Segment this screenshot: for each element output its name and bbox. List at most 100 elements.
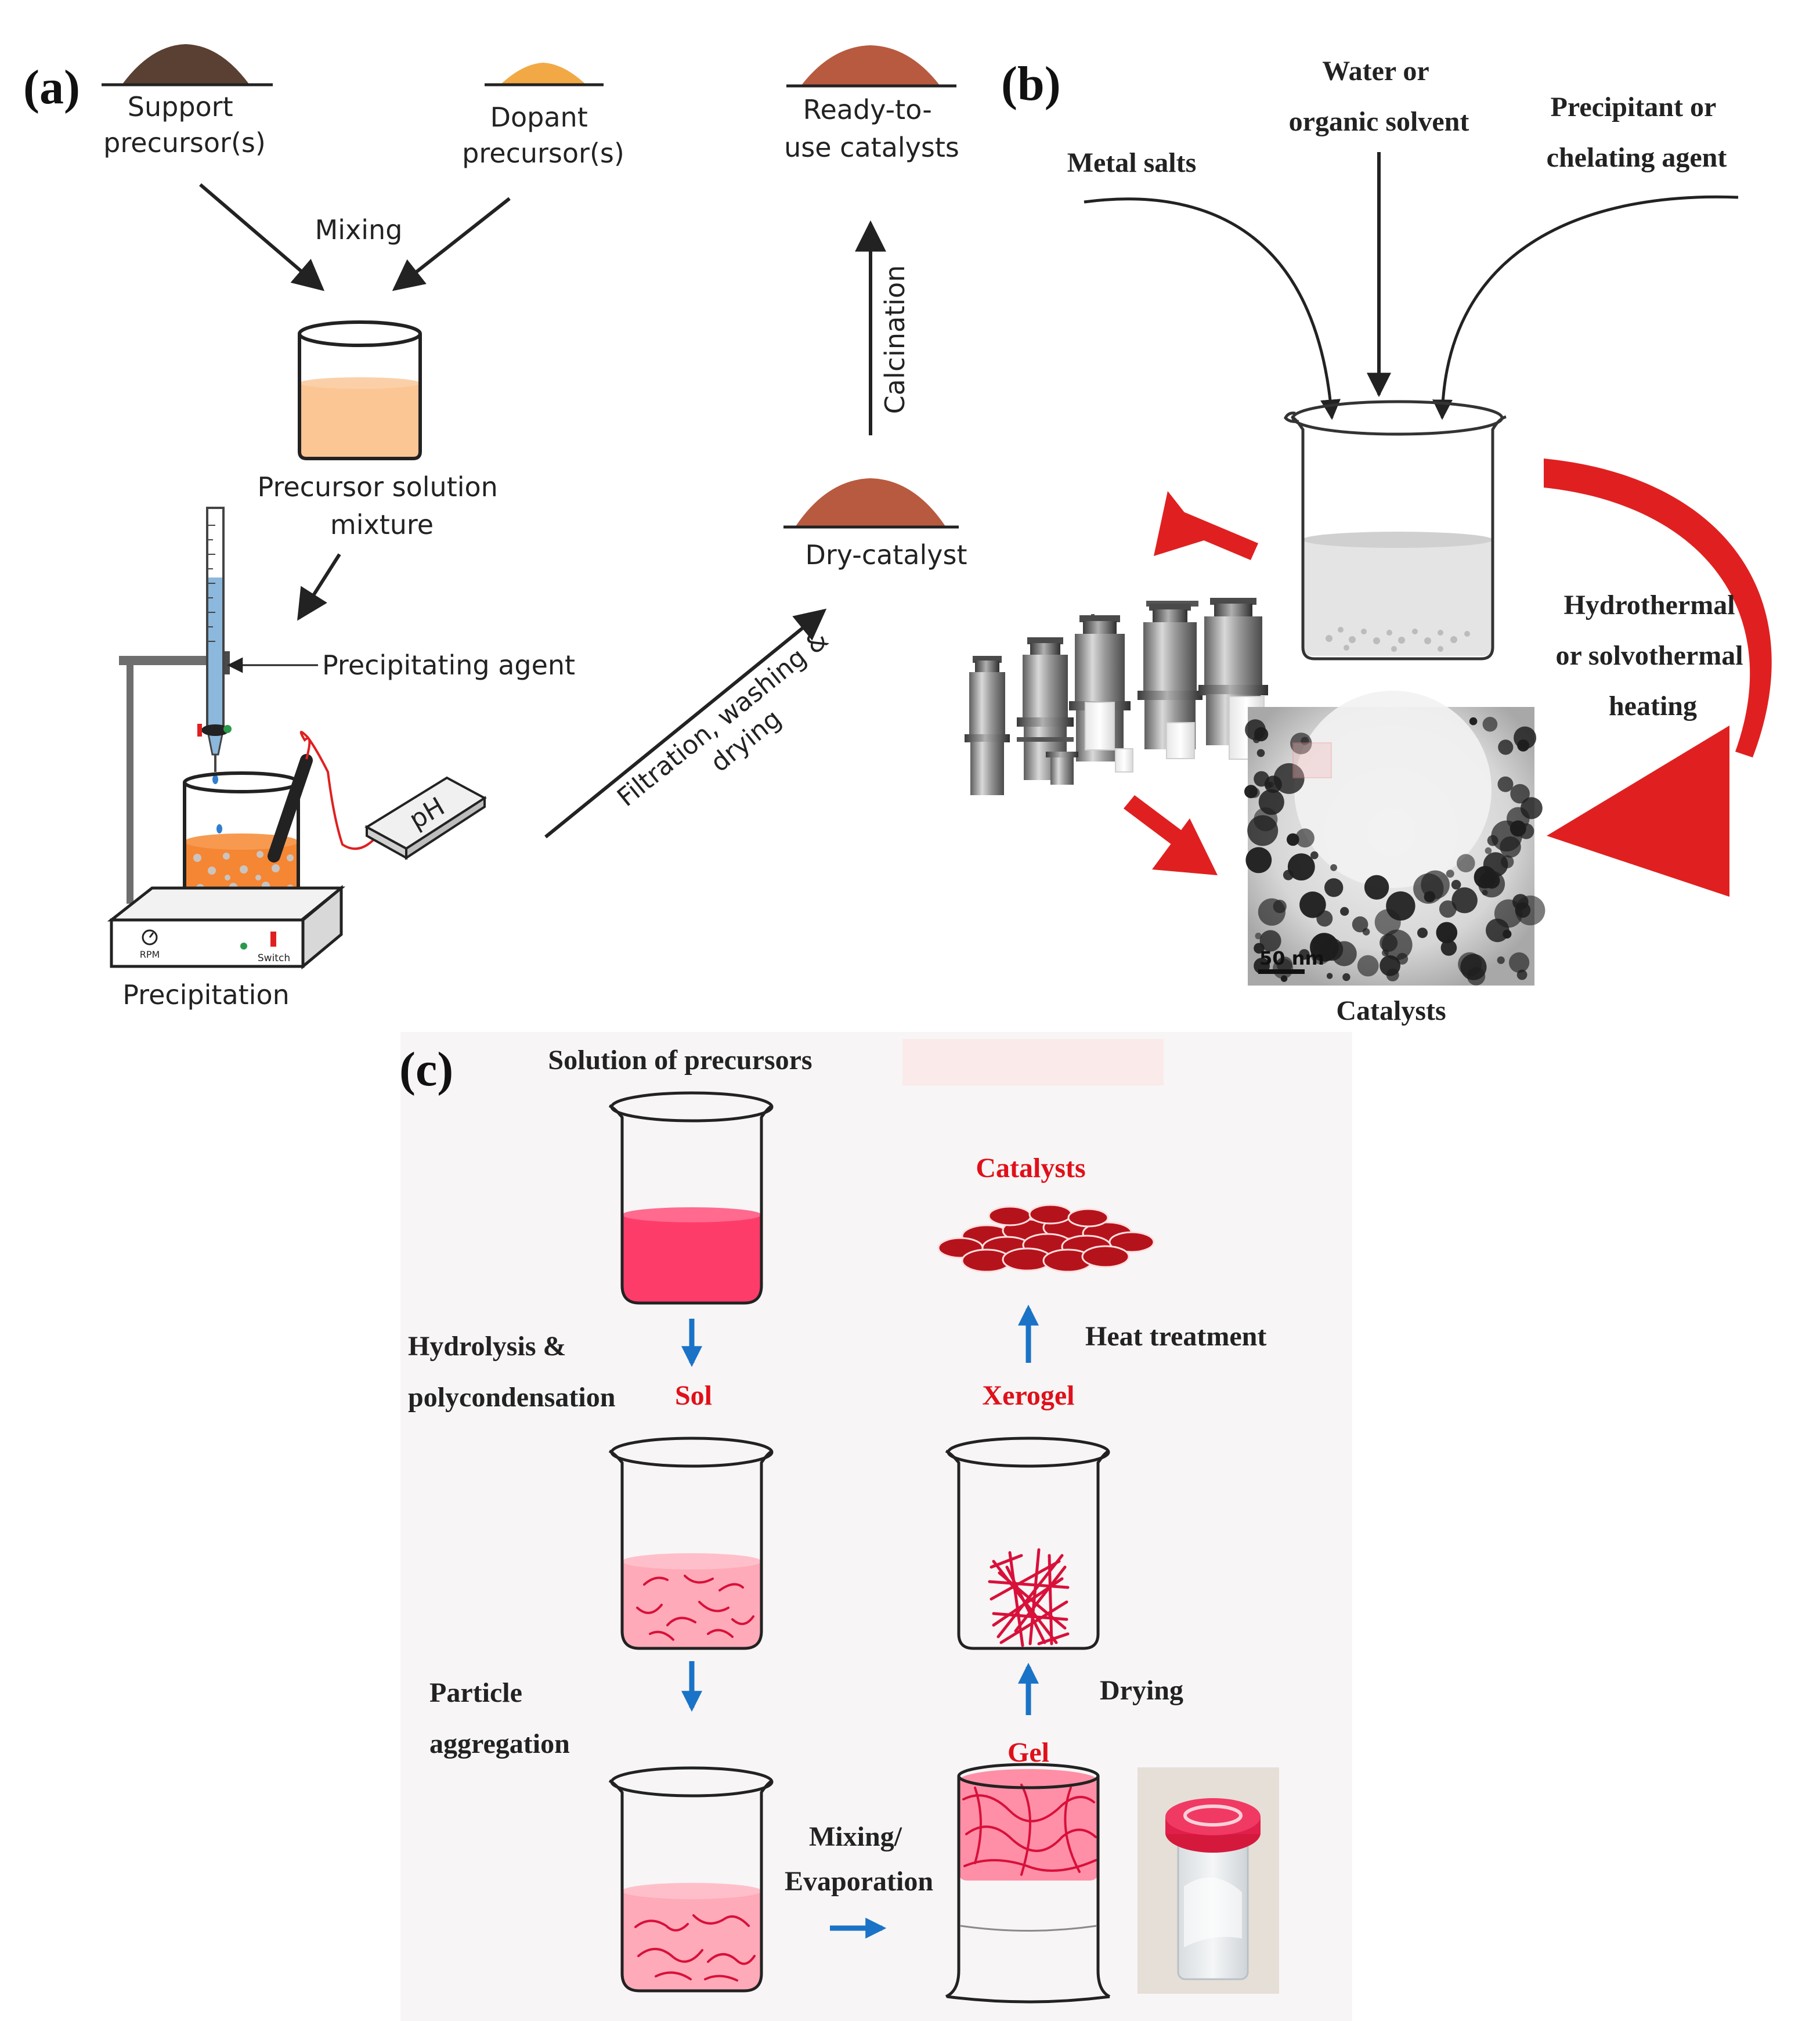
tem-particle bbox=[1469, 717, 1478, 726]
tem-particle bbox=[1256, 749, 1265, 757]
reaction-beaker bbox=[1284, 400, 1507, 661]
tem-particle bbox=[1498, 739, 1514, 755]
tem-particle bbox=[1340, 907, 1349, 916]
panel-b: (b) Metal salts Water or organic solvent… bbox=[965, 56, 1772, 1026]
tem-particle bbox=[1517, 739, 1530, 752]
xerogel-beaker bbox=[945, 1437, 1110, 1650]
red-heating-arc bbox=[1544, 459, 1772, 757]
tem-particle bbox=[1259, 930, 1281, 952]
tem-particle bbox=[1342, 973, 1350, 981]
tem-particle bbox=[1417, 928, 1428, 939]
catalysts-b-label: Catalysts bbox=[1336, 995, 1446, 1026]
gel-beaker bbox=[945, 1763, 1111, 2004]
tem-particle bbox=[1497, 956, 1505, 964]
tem-particle bbox=[1487, 835, 1498, 846]
tem-particle bbox=[1501, 855, 1514, 869]
tem-particle bbox=[1451, 887, 1478, 914]
dopant-precursor-label: Dopant precursor(s) bbox=[462, 102, 624, 169]
tem-particle bbox=[1510, 784, 1530, 804]
tem-particle bbox=[1451, 879, 1461, 890]
tem-particle bbox=[1299, 892, 1326, 918]
support-precursor-powder bbox=[102, 44, 273, 86]
tem-particle bbox=[1247, 815, 1279, 846]
tem-particle bbox=[1301, 737, 1309, 745]
tem-particle bbox=[1446, 869, 1454, 878]
catalysts-c-label: Catalysts bbox=[976, 1153, 1085, 1183]
panel-c-highlight-strip bbox=[902, 1039, 1164, 1085]
solvent-label: Water or organic solvent bbox=[1289, 56, 1469, 137]
tem-particle bbox=[1357, 955, 1379, 977]
tem-particle bbox=[1255, 932, 1262, 940]
xerogel-label: Xerogel bbox=[982, 1380, 1074, 1411]
precipitating-agent-label: Precipitating agent bbox=[322, 649, 575, 681]
metal-salts-arrow bbox=[1084, 197, 1341, 420]
ptfe-liner-2 bbox=[1166, 722, 1195, 759]
scale-bar-label: 50 nm bbox=[1259, 947, 1324, 969]
tem-particle bbox=[1362, 928, 1370, 936]
red-arrow-to-catalysts bbox=[1124, 795, 1218, 875]
dry-catalyst-powder bbox=[783, 478, 959, 529]
tem-particle bbox=[1258, 898, 1285, 926]
tem-particle bbox=[1287, 853, 1315, 880]
tem-particle bbox=[1352, 916, 1368, 933]
tem-particle bbox=[1436, 922, 1458, 944]
tem-particle bbox=[1245, 719, 1266, 741]
rpm-label: RPM bbox=[140, 949, 160, 960]
precipitant-arrow bbox=[1432, 195, 1739, 420]
tem-particle bbox=[1485, 847, 1492, 854]
mixing-arrow-right bbox=[392, 197, 511, 291]
autoclave-1 bbox=[965, 656, 1010, 795]
solution-label: Solution of precursors bbox=[548, 1045, 812, 1076]
panel-a: (a) Support precursor(s) Dopant precurso… bbox=[23, 44, 967, 1010]
red-heating-arrowhead bbox=[1547, 726, 1729, 897]
ready-catalyst-powder bbox=[786, 45, 956, 88]
tem-particle bbox=[1421, 870, 1450, 900]
aggregated-beaker bbox=[608, 1766, 774, 1993]
gel-label: Gel bbox=[1008, 1737, 1049, 1768]
filtration-arrow bbox=[544, 608, 827, 839]
tem-particle bbox=[1457, 854, 1475, 872]
tem-particle bbox=[1244, 785, 1258, 799]
support-precursor-label: Support precursor(s) bbox=[103, 91, 266, 158]
tem-particle bbox=[1494, 899, 1523, 928]
ready-catalysts-label: Ready-to- use catalysts bbox=[784, 94, 959, 163]
tem-particle bbox=[1330, 864, 1338, 871]
precursor-solution-label: Precursor solution mixture bbox=[258, 471, 507, 540]
autoclave-reactors bbox=[965, 598, 1268, 795]
tem-particle bbox=[1458, 952, 1482, 976]
sol-beaker bbox=[608, 1437, 774, 1650]
tem-particle bbox=[1264, 775, 1282, 793]
heat-treatment-label: Heat treatment bbox=[1085, 1321, 1266, 1352]
switch-label: Switch bbox=[258, 952, 290, 964]
ph-probe-cable bbox=[299, 731, 378, 850]
drying-label: Drying bbox=[1100, 1675, 1183, 1706]
tem-particle bbox=[1516, 969, 1528, 980]
solution-beaker bbox=[608, 1091, 774, 1305]
filtration-label: Filtration, washing & drying bbox=[612, 620, 860, 838]
heating-label: Hydrothermal or solvothermal heating bbox=[1555, 590, 1750, 721]
mixing-arrow-left bbox=[199, 183, 325, 291]
mixing-evaporation-label: Mixing/ Evaporation bbox=[785, 1821, 933, 1897]
tem-particle bbox=[1439, 900, 1457, 918]
panel-a-label: (a) bbox=[23, 60, 80, 114]
panel-c-label: (c) bbox=[399, 1042, 453, 1096]
catalyst-pellets bbox=[937, 1204, 1155, 1273]
tem-particle bbox=[1503, 929, 1512, 939]
tem-particle bbox=[1515, 895, 1545, 926]
calcination-label: Calcination bbox=[879, 265, 911, 414]
stirrer-hotplate: RPM Switch bbox=[107, 885, 346, 970]
tem-particle bbox=[1310, 851, 1319, 860]
to-precipitation-arrow bbox=[297, 553, 341, 621]
ptfe-liner-1 bbox=[1085, 702, 1115, 750]
hydrolysis-label: Hydrolysis & polycondensation bbox=[408, 1331, 615, 1413]
tem-particle bbox=[1474, 866, 1497, 889]
precursor-solution-beaker bbox=[298, 320, 422, 460]
dopant-precursor-powder bbox=[485, 63, 604, 86]
dry-catalyst-label: Dry-catalyst bbox=[805, 539, 967, 571]
tem-particle bbox=[1518, 823, 1534, 839]
tem-particle bbox=[1509, 952, 1530, 973]
tem-particle bbox=[1245, 847, 1272, 874]
small-autoclave-part bbox=[1050, 755, 1074, 785]
ph-meter: pH bbox=[364, 776, 487, 860]
autoclave-2 bbox=[1017, 637, 1074, 780]
